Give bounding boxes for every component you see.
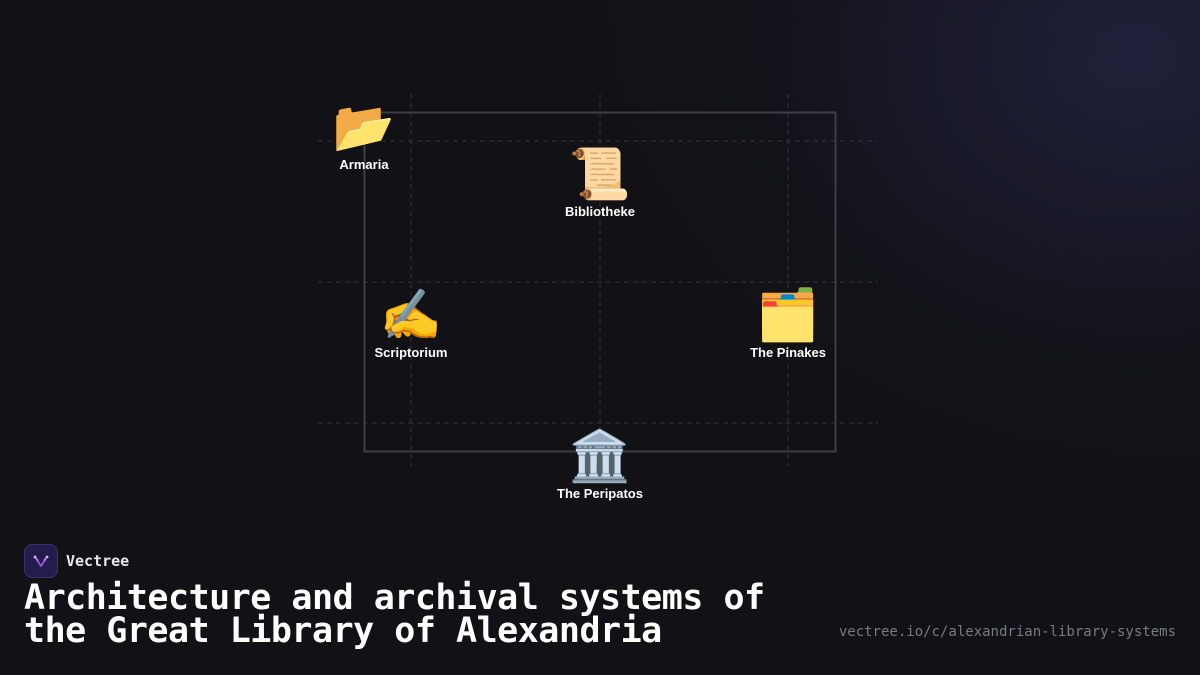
vectree-logo-icon [24, 544, 58, 578]
node-label-the-pinakes: The Pinakes [750, 345, 826, 360]
node-label-the-peripatos: The Peripatos [557, 486, 643, 501]
diagram-frame [363, 111, 837, 453]
diagram-canvas: 📂 Armaria 📜 Bibliotheke ✍️ Scriptorium 🗂… [294, 94, 878, 501]
node-label-armaria: Armaria [339, 157, 389, 172]
page-url[interactable]: vectree.io/c/alexandrian-library-systems [838, 624, 1176, 640]
vectree-logo-mark [33, 555, 49, 567]
node-label-scriptorium: Scriptorium [374, 345, 448, 360]
node-scriptorium[interactable]: ✍️ Scriptorium [341, 287, 481, 360]
classical-building-icon: 🏛️ [568, 427, 632, 485]
card-index-dividers-icon: 🗂️ [756, 286, 820, 344]
writing-hand-icon: ✍️ [379, 286, 443, 344]
scroll-icon: 📜 [568, 145, 632, 203]
brand[interactable]: Vectree [24, 544, 129, 578]
page-title: Architecture and archival systems of the… [24, 578, 765, 651]
node-bibliotheke[interactable]: 📜 Bibliotheke [530, 146, 670, 219]
node-armaria[interactable]: 📂 Armaria [294, 99, 434, 172]
brand-name: Vectree [66, 552, 130, 570]
diagram-grid [318, 94, 878, 466]
node-label-bibliotheke: Bibliotheke [564, 204, 636, 219]
node-the-peripatos[interactable]: 🏛️ The Peripatos [530, 428, 670, 501]
node-the-pinakes[interactable]: 🗂️ The Pinakes [718, 287, 858, 360]
open-folder-icon: 📂 [332, 98, 396, 156]
